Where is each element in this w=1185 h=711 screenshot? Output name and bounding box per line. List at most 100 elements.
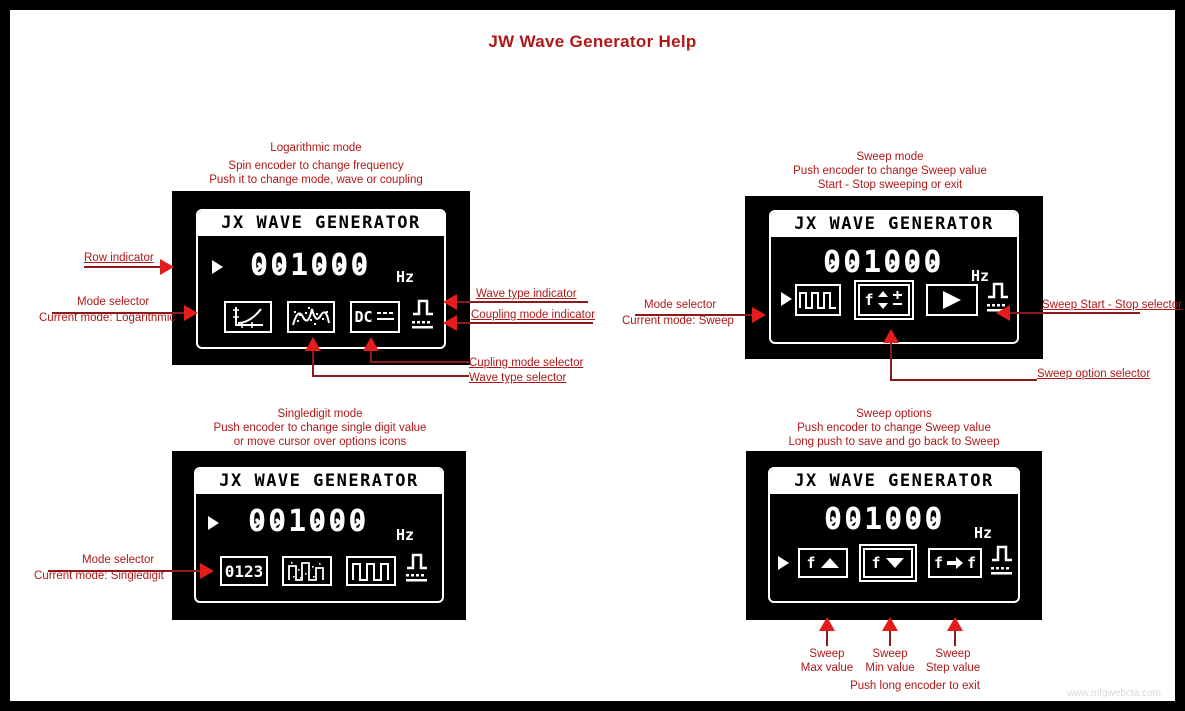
sweep-min-f-label: f (871, 554, 881, 572)
leader-wave-type-indicator (457, 301, 588, 303)
panel-sweep-options-heading-line3: Long push to save and go back to Sweep (788, 436, 1000, 448)
sweep-max-value-tile[interactable]: f (798, 548, 848, 578)
exit-hint-label: Push long encoder to exit (850, 680, 980, 692)
square-wave-icon (352, 563, 389, 581)
panel-logarithmic-heading-line3: Push it to change mode, wave or coupling (209, 174, 423, 186)
lcd-title: JX WAVE GENERATOR (198, 211, 444, 236)
dc-coupling-icon (376, 312, 394, 320)
wave-type-selector-tile[interactable] (287, 301, 335, 333)
sweep-max-value-label-1: Sweep (809, 648, 845, 660)
coupling-mode-indicator-icon (405, 573, 429, 583)
lcd-title: JX WAVE GENERATOR (196, 469, 442, 494)
sweep-min-value-label-2: Min value (865, 662, 915, 674)
leader-coupling-mode-indicator (457, 322, 593, 324)
arrow-wave-selector (305, 337, 321, 351)
frequency-value: 001000 (250, 248, 371, 283)
page-title: JW Wave Generator Help (488, 32, 697, 51)
mode-selector-label-log-2: Current mode: Logarithmic (39, 312, 176, 324)
device-logarithmic: JX WAVE GENERATOR 001000 Hz (172, 191, 470, 365)
frequency-unit: Hz (396, 526, 415, 544)
wave-type-indicator-icon (411, 298, 435, 316)
frequency-value: 001000 (823, 245, 944, 280)
sweep-start-stop-selector-label: Sweep Start - Stop selector (1042, 299, 1182, 311)
sweep-option-f-label: f (864, 291, 874, 309)
device-singledigit: JX WAVE GENERATOR 001000 Hz 0123 (172, 451, 466, 620)
panel-sweep-options-heading-line1: Sweep options (856, 408, 932, 420)
sine-wave-icon (292, 307, 330, 326)
mode-selector-logarithmic-tile[interactable] (224, 301, 272, 333)
noise-wave-icon (288, 562, 324, 581)
square-wave-icon (799, 292, 836, 309)
arrow-sweep-min (882, 617, 898, 631)
triangle-up-icon (820, 558, 839, 568)
coupling-mode-indicator-label: Coupling mode indicator (471, 309, 596, 321)
wave-type-indicator-icon (405, 552, 429, 570)
mode-selector-singledigit-tile[interactable]: 0123 (220, 556, 268, 586)
triangle-down-icon (885, 558, 904, 568)
mode-selector-label-sweep-2: Current mode: Sweep (622, 315, 734, 327)
arrow-mode-selector-log (184, 305, 198, 321)
leader-sweep-start-stop (1010, 312, 1140, 314)
coupling-mode-selector-label: Cupling mode selector (469, 357, 584, 369)
panel-singledigit-heading-line1: Singledigit mode (277, 408, 363, 420)
device-sweep-options: JX WAVE GENERATOR 001000 Hz f (746, 451, 1042, 620)
wave-type-indicator-label: Wave type indicator (476, 288, 577, 300)
row-indicator-caret (212, 260, 223, 274)
frequency-unit: Hz (396, 268, 415, 286)
wave-type-selector-tile[interactable] (795, 284, 841, 316)
coupling-mode-selector-tile[interactable]: DC (350, 301, 400, 333)
lcd-logarithmic: JX WAVE GENERATOR 001000 Hz (196, 209, 446, 349)
panel-sweep-heading-line2: Push encoder to change Sweep value (793, 165, 987, 177)
up-down-arrows-icon (877, 291, 888, 309)
sweep-step-value-label-1: Sweep (935, 648, 971, 660)
log-curve-icon (233, 307, 263, 328)
frequency-unit: Hz (971, 267, 990, 285)
arrow-sweep-step (947, 617, 963, 631)
frequency-unit: Hz (974, 524, 993, 542)
panel-singledigit-heading-line2: Push encoder to change single digit valu… (213, 422, 427, 434)
help-canvas: JW Wave Generator Help Logarithmic mode … (10, 10, 1182, 701)
sweep-min-value-tile[interactable]: f (863, 548, 913, 578)
lcd-body: 001000 Hz f f (770, 494, 1018, 601)
sweep-max-f-label: f (806, 554, 816, 572)
wave-type-selector-label: Wave type selector (469, 372, 567, 384)
sweep-step-value-tile[interactable]: f f (928, 548, 982, 578)
sweep-start-stop-tile[interactable] (926, 284, 978, 316)
square-wave-selector-tile[interactable] (346, 556, 396, 586)
leader-v-sweep-step (954, 630, 956, 646)
lcd-title: JX WAVE GENERATOR (770, 469, 1018, 494)
single-digit-label: 0123 (224, 561, 264, 581)
plus-minus-icon (892, 291, 902, 305)
noise-wave-selector-tile[interactable] (282, 556, 332, 586)
panel-logarithmic-heading-line1: Logarithmic mode (270, 142, 362, 154)
sweep-step-f2-label: f (967, 554, 977, 572)
lcd-body: 001000 Hz (198, 236, 444, 347)
lcd-singledigit: JX WAVE GENERATOR 001000 Hz 0123 (194, 467, 444, 603)
mode-selector-label-single-2: Current mode: Singledigit (34, 570, 164, 582)
panel-sweep-heading-line3: Start - Stop sweeping or exit (817, 179, 963, 191)
leader-mode-selector-single (48, 570, 200, 572)
dc-label: DC (354, 308, 373, 326)
lcd-body: 001000 Hz f (771, 237, 1017, 342)
sweep-option-selector-tile[interactable]: f (858, 284, 910, 316)
sweep-step-f1-label: f (933, 554, 943, 572)
panel-sweep-heading-line1: Sweep mode (856, 151, 924, 163)
play-icon (943, 291, 961, 309)
arrow-mode-selector-single (200, 563, 214, 579)
frequency-value: 001000 (248, 504, 369, 539)
coupling-mode-indicator-icon (411, 320, 435, 330)
leader-v-sweep-min (889, 630, 891, 646)
leader-v-coupling-selector (370, 350, 372, 363)
row-indicator-label: Row indicator (84, 252, 154, 264)
lcd-sweep: JX WAVE GENERATOR 001000 Hz f (769, 210, 1019, 344)
leader-v-sweep-option (890, 342, 892, 380)
leader-v-sweep-max (826, 630, 828, 646)
frequency-value: 001000 (824, 502, 945, 537)
sweep-step-value-label-2: Step value (925, 662, 981, 674)
panel-logarithmic-heading-line2: Spin encoder to change frequency (228, 160, 404, 172)
leader-h-sweep-option (890, 379, 1037, 381)
panel-sweep-options-heading-line2: Push encoder to change Sweep value (797, 422, 991, 434)
leader-row-indicator (84, 266, 160, 268)
sweep-min-value-label-1: Sweep (872, 648, 908, 660)
